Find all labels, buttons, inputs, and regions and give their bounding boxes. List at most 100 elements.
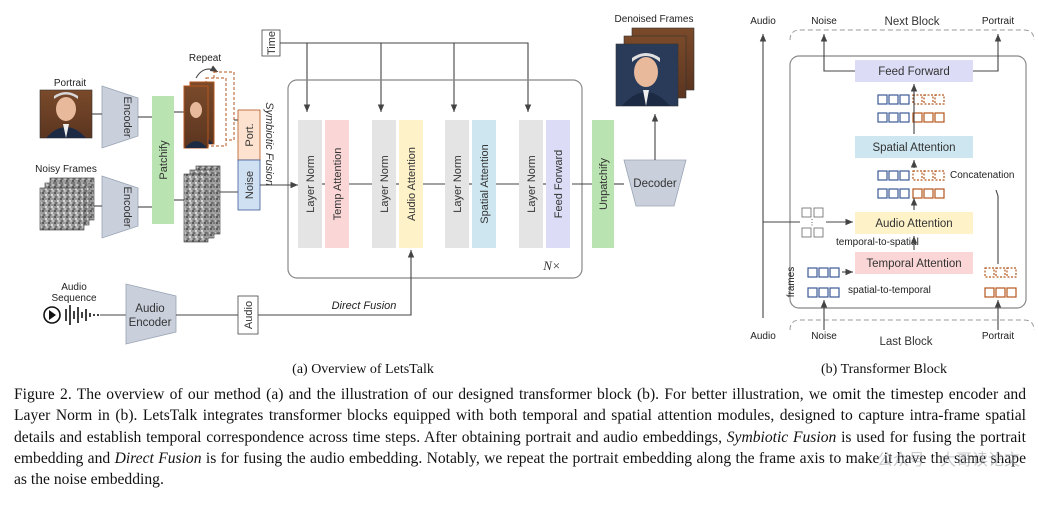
transformer-blocks: Layer Norm Temp Attention Layer Norm Audio … (298, 120, 570, 248)
block-label: Temp Attention (332, 148, 344, 221)
encoder-label: Encoder (121, 97, 133, 138)
token (923, 94, 934, 105)
block-spatial-attention (472, 120, 496, 248)
portrait-label: Portrait (54, 78, 86, 89)
token (888, 94, 899, 105)
token (899, 188, 910, 199)
feed-forward-label: Feed Forward (878, 66, 950, 78)
block-layer-norm (445, 120, 469, 248)
token (984, 287, 995, 298)
token (888, 170, 899, 181)
token (888, 112, 899, 123)
audio-encoder-label-2: Encoder (129, 317, 172, 329)
encoder-label: Encoder (121, 187, 133, 228)
token (934, 170, 945, 181)
noise-encoder: Encoder (101, 175, 139, 239)
last-block-label: Last Block (879, 336, 932, 348)
subcaption-b: (b) Transformer Block (821, 362, 947, 377)
token (984, 267, 995, 278)
block-layer-norm (298, 120, 322, 248)
decoder-label: Decoder (633, 178, 677, 190)
frames-label: frames (786, 267, 797, 298)
block-label: Feed Forward (553, 150, 565, 218)
token (912, 170, 923, 181)
block-audio-attention (399, 120, 423, 248)
spatial-to-temporal-label: spatial-to-temporal (848, 285, 931, 296)
portrait-bottom-label: Portrait (982, 331, 1014, 342)
panel-b: Audio Noise Next Block Portrait Feed For… (750, 16, 1035, 377)
direct-fusion-label: Direct Fusion (332, 300, 397, 312)
repeat-label: Repeat (189, 53, 221, 64)
noise-bottom-label: Noise (811, 331, 837, 342)
temporal-attention-block: Temporal Attention (855, 252, 973, 274)
noise-token-grid (807, 267, 840, 298)
caption-part-1: Figure 2. The overview of our method (a)… (14, 386, 1026, 446)
concatenation-label: Concatenation (950, 170, 1015, 181)
token (899, 170, 910, 181)
token (912, 188, 923, 199)
symbiotic-fusion-label: Symbiotic Fusion (263, 102, 275, 186)
block-temp-attention (325, 120, 349, 248)
time-box: Time (261, 29, 281, 57)
block-layer-norm (519, 120, 543, 248)
block-layer-norm (372, 120, 396, 248)
token (912, 112, 923, 123)
subcaption-a: (a) Overview of LetsTalk (292, 362, 434, 377)
unpatchify-block: Unpatchify (592, 120, 614, 248)
portrait-encoder: Encoder (101, 85, 139, 149)
next-block-label: Next Block (885, 16, 940, 28)
audio-encoder-label-1: Audio (135, 303, 164, 315)
denoised-frames-stack (615, 27, 695, 107)
token-row-concatenation (877, 170, 945, 199)
token (995, 287, 1006, 298)
portrait-token-grid (984, 267, 1017, 298)
token (923, 188, 934, 199)
feed-forward-block: Feed Forward (855, 60, 973, 82)
transformer-block-container (789, 55, 1027, 309)
token (1006, 267, 1017, 278)
token (995, 267, 1006, 278)
audio-label: Audio (243, 301, 255, 329)
token (877, 94, 888, 105)
token (934, 188, 945, 199)
unpatchify-label: Unpatchify (598, 158, 610, 210)
audio-encoder-block: Audio Encoder (125, 283, 177, 345)
noisy-frames-stack (39, 177, 95, 231)
token (829, 287, 840, 298)
token (807, 287, 818, 298)
token (877, 170, 888, 181)
audio-sequence-label-1: Audio (61, 282, 87, 293)
token (877, 188, 888, 199)
caption-emphasis-2: Direct Fusion (114, 449, 202, 467)
patchify-block: Patchify (152, 96, 174, 224)
block-label: Layer Norm (379, 155, 391, 212)
token (1006, 287, 1017, 298)
portrait-top-label: Portrait (982, 16, 1014, 27)
token (934, 112, 945, 123)
temporal-to-spatial-label: temporal-to-spatial (836, 237, 919, 248)
repeat-count: N× (542, 258, 560, 273)
port-label: Port. (244, 123, 256, 146)
token (807, 267, 818, 278)
audio-top-label: Audio (750, 16, 776, 27)
block-label: Layer Norm (452, 155, 464, 212)
audio-attention-block: Audio Attention (855, 212, 973, 234)
token-row-after-spatial (877, 94, 945, 123)
noise-top-label: Noise (811, 16, 837, 27)
token (899, 94, 910, 105)
token (877, 112, 888, 123)
audio-tokens: ⋮ (801, 207, 824, 238)
watermark: 公众号 · 大哥读论文 (876, 450, 1020, 469)
decoder-block: Decoder (623, 159, 687, 207)
audio-attention-label: Audio Attention (875, 218, 952, 230)
portrait-image (39, 89, 93, 139)
audio-bottom-label: Audio (750, 331, 776, 342)
noise-tokens (183, 165, 221, 243)
token (923, 170, 934, 181)
audio-embedding-box: Audio (237, 295, 259, 335)
block-label: Audio Attention (406, 147, 418, 221)
block-label: Layer Norm (305, 155, 317, 212)
block-label: Layer Norm (526, 155, 538, 212)
caption-part-2: is used for fusing the portrait embeddin… (14, 428, 1026, 467)
